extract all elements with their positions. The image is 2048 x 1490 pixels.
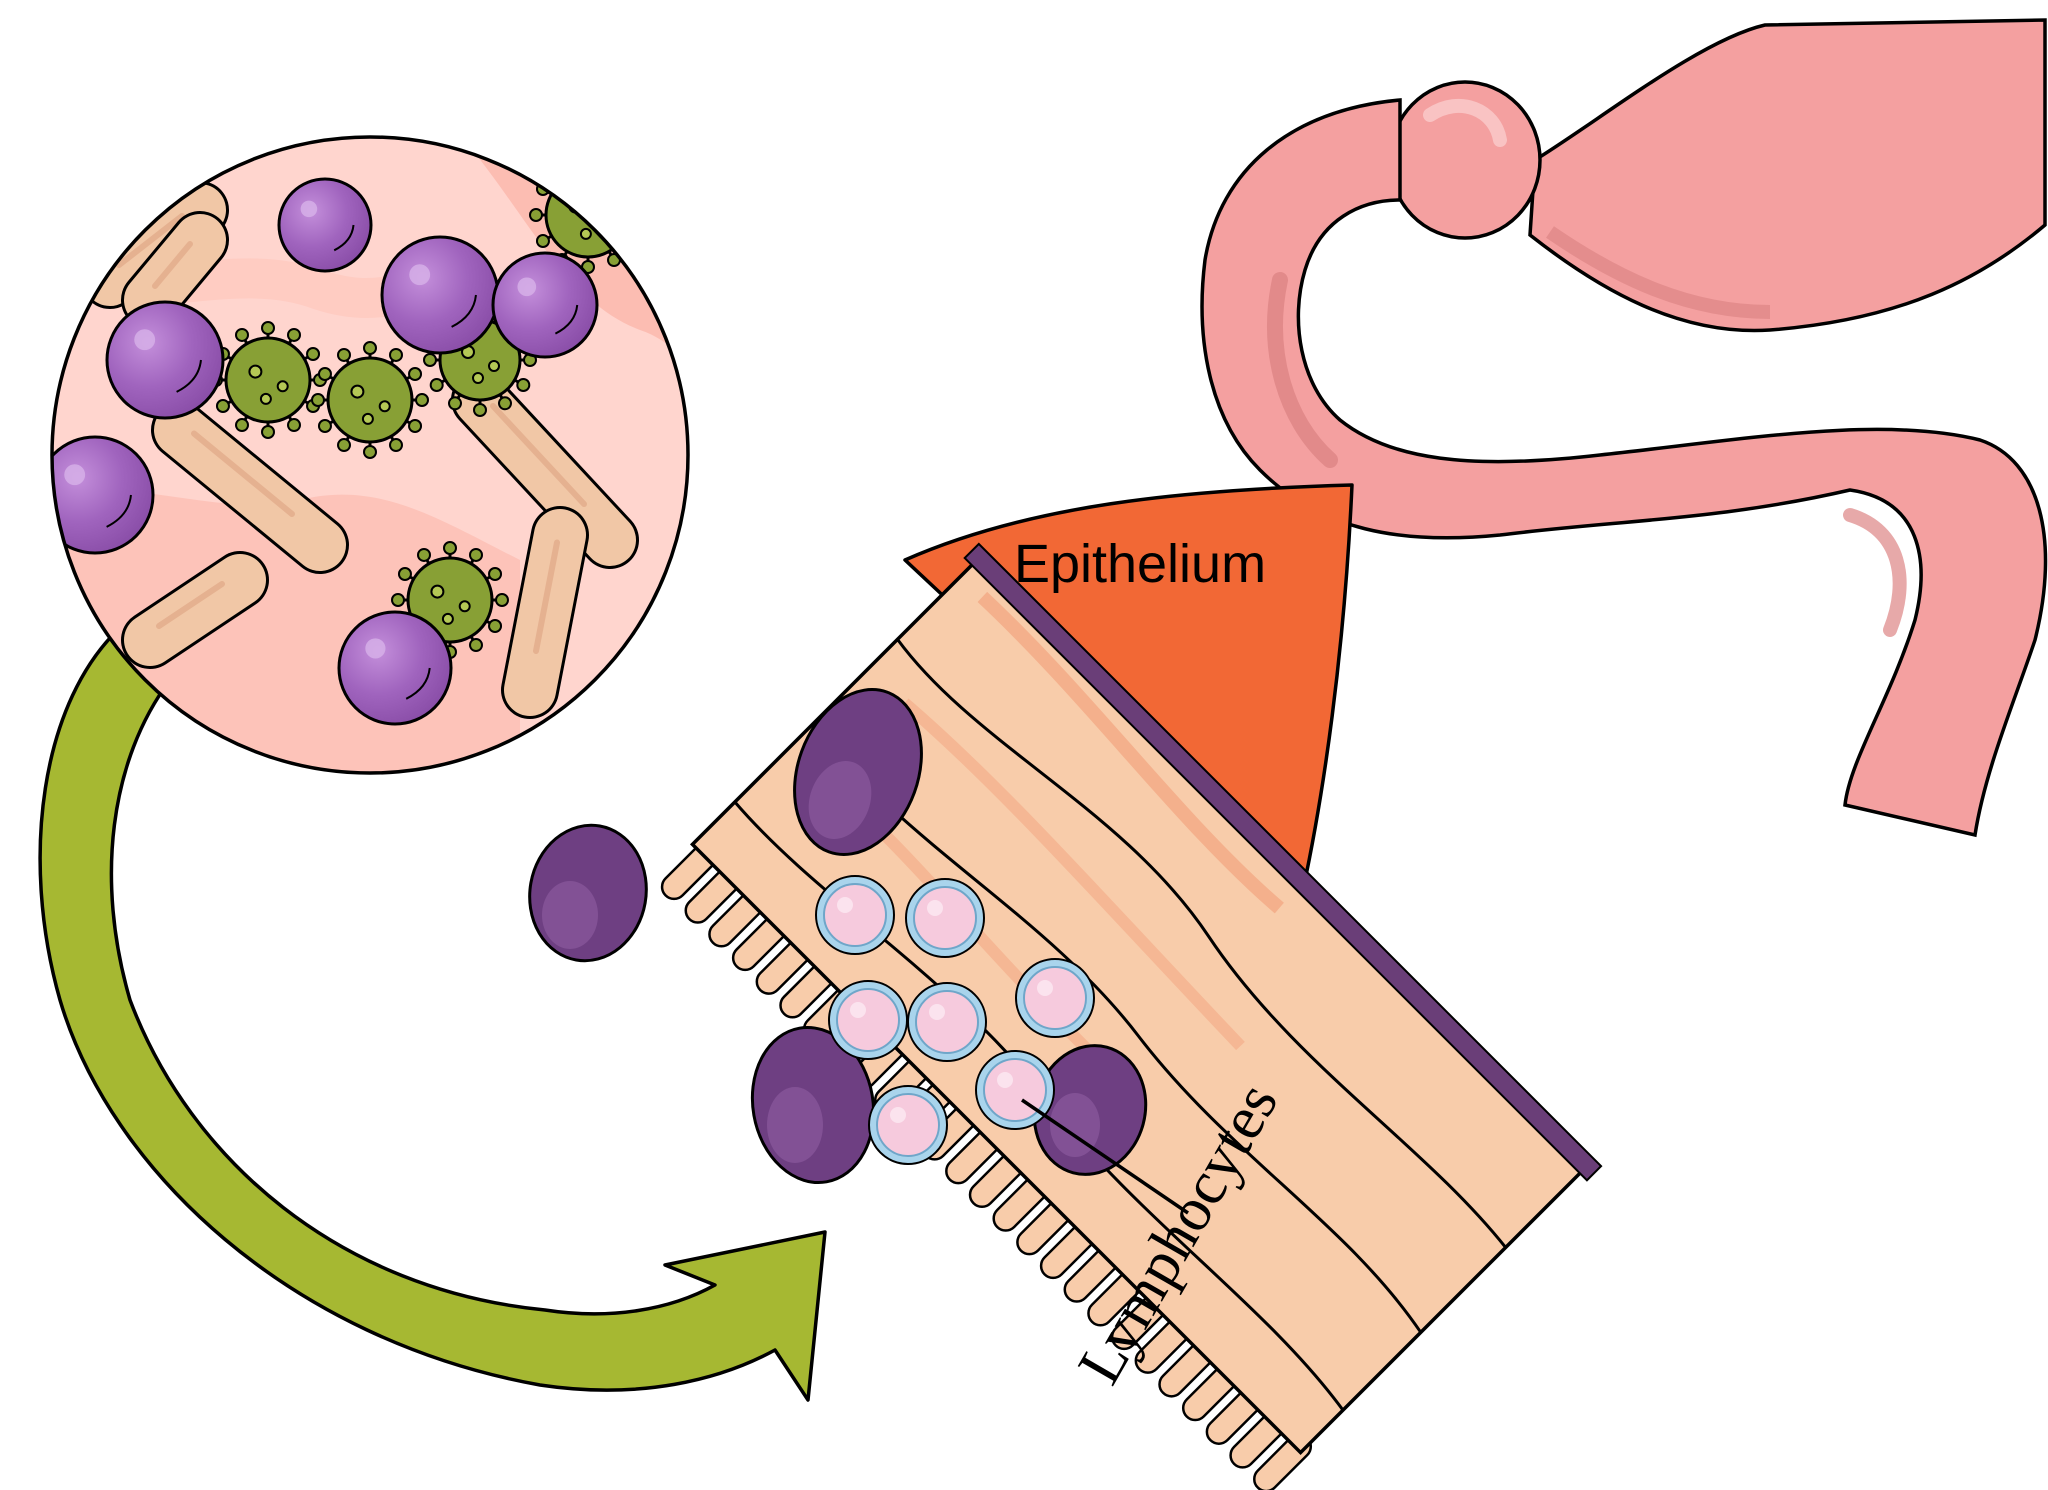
bacterium-icon [501,506,589,719]
nucleus [528,823,648,963]
lymphocyte [905,878,985,958]
nucleus [1032,1044,1148,1176]
immune-cell-icon [491,251,599,359]
lymphocyte [1015,958,1095,1038]
bacterium-icon [121,211,229,329]
nucleus [750,1025,876,1185]
lymphocyte [868,1085,948,1165]
intestine-icon [1200,18,2048,838]
curved-arrow-icon [38,623,827,1402]
lymphocyte [828,980,908,1060]
bacterium-icon [451,371,639,569]
bacterium-icon [151,401,349,574]
lymphocyte [907,982,987,1062]
nuclei [528,688,1148,1185]
virus-icon [311,341,429,459]
bacterium-icon [121,551,269,669]
lymphocyte [815,875,895,955]
lymphocytes-pointer [1021,1098,1189,1215]
epithelium-label: Epithelium [1014,534,1266,594]
immune-cell-icon [380,235,500,355]
lymphocytes-group [815,875,1095,1165]
lymphocyte [975,1050,1055,1130]
immune-cell-icon [277,177,373,273]
virus-icon [209,321,327,439]
immune-cell-icon [337,610,453,726]
immune-cell-icon [105,300,225,420]
nucleus [793,688,923,856]
immune-cell-icon [52,435,155,555]
basement-membrane [963,542,1603,1182]
